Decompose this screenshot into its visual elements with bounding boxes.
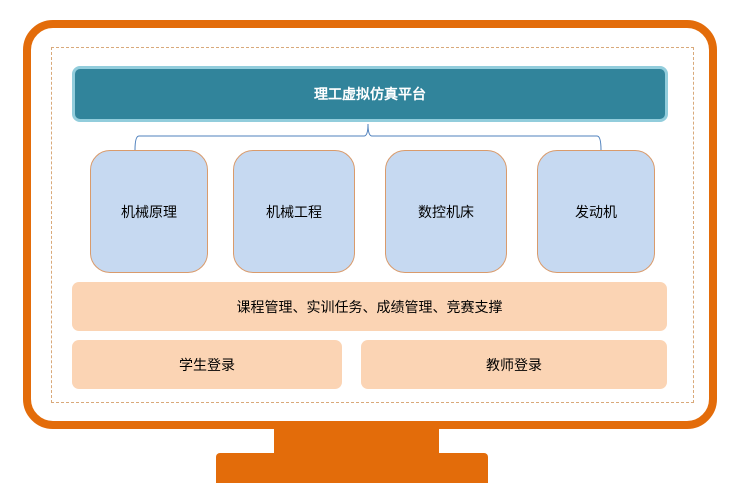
monitor-stand-base [216,453,488,483]
module-engine[interactable]: 发动机 [537,150,655,273]
student-login-button[interactable]: 学生登录 [72,340,342,389]
platform-title: 理工虚拟仿真平台 [72,66,668,122]
monitor-stand-neck [274,428,439,455]
module-mechanical-engineering[interactable]: 机械工程 [233,150,355,273]
content-area [51,47,694,403]
module-cnc-machine[interactable]: 数控机床 [385,150,507,273]
module-mechanical-principles[interactable]: 机械原理 [90,150,208,273]
teacher-login-button[interactable]: 教师登录 [361,340,667,389]
management-bar: 课程管理、实训任务、成绩管理、竞赛支撑 [72,282,667,331]
